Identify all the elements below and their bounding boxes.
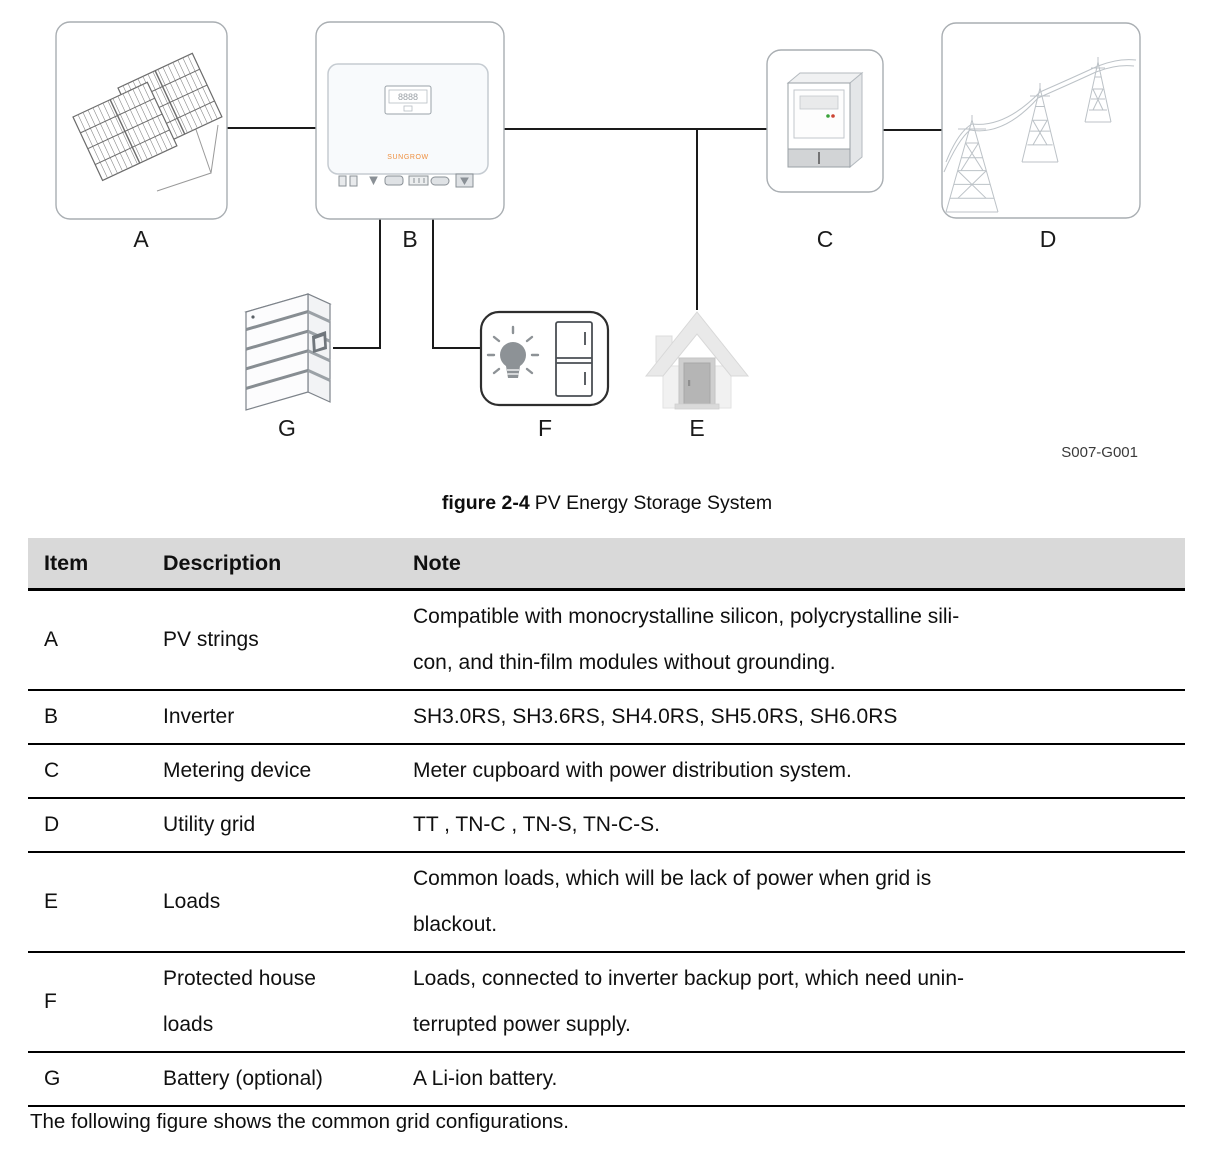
cell-note: Common loads, which will be lack of powe… — [413, 852, 1185, 953]
table-row: A PV strings Compatible with monocrystal… — [28, 589, 1185, 691]
figure-title: PV Energy Storage System — [534, 492, 773, 514]
cell-note: Loads, connected to inverter backup port… — [413, 952, 1185, 1053]
header-item: Item — [28, 538, 163, 591]
cell-description: PV strings — [163, 589, 413, 691]
table-row: C Metering device Meter cupboard with po… — [28, 744, 1185, 799]
cell-description: Inverter — [163, 690, 413, 745]
cell-item: G — [28, 1052, 163, 1107]
table-row: D Utility grid TT , TN-C , TN-S, TN-C-S. — [28, 798, 1185, 853]
cell-item: A — [28, 589, 163, 691]
table-row: B Inverter SH3.0RS, SH3.6RS, SH4.0RS, SH… — [28, 690, 1185, 745]
connector-wires — [227, 127, 942, 349]
cell-note: TT , TN-C , TN-S, TN-C-S. — [413, 798, 1185, 853]
header-description: Description — [163, 538, 413, 591]
cell-description: Protected house loads — [163, 952, 413, 1053]
house-illustration — [644, 311, 750, 410]
utility-grid-illustration — [943, 57, 1137, 213]
inverter-brand-logo: SUNGROW — [387, 154, 429, 161]
diagram-label-c: C — [817, 226, 834, 252]
loads-illustration — [486, 321, 593, 397]
cell-note: A Li-ion battery. — [413, 1052, 1185, 1107]
cell-note: Meter cupboard with power distribution s… — [413, 744, 1185, 799]
cell-item: E — [28, 852, 163, 953]
table-row: F Protected house loads Loads, connected… — [28, 952, 1185, 1053]
diagram-label-f: F — [538, 415, 552, 441]
cell-note: Compatible with monocrystalline silicon,… — [413, 589, 1185, 691]
cell-description: Loads — [163, 852, 413, 953]
diagram-label-a: A — [133, 226, 149, 252]
following-figure-note: The following figure shows the common gr… — [30, 1110, 569, 1133]
table-row: E Loads Common loads, which will be lack… — [28, 852, 1185, 953]
drawing-code: S007-G001 — [1061, 444, 1138, 461]
cell-item: D — [28, 798, 163, 853]
cell-description: Utility grid — [163, 798, 413, 853]
diagram-canvas: 8888 SUNGROW — [55, 21, 1141, 461]
diagram-label-e: E — [689, 415, 704, 441]
bulb-icon — [486, 325, 540, 378]
inverter-illustration: 8888 SUNGROW — [327, 63, 489, 188]
component-table: Item Description Note A PV strings Compa… — [28, 538, 1185, 1107]
battery-illustration — [244, 293, 332, 411]
solar-panel-illustration — [72, 52, 223, 192]
header-note: Note — [413, 538, 1185, 591]
meter-illustration — [786, 71, 864, 169]
cell-description: Metering device — [163, 744, 413, 799]
inverter-display-digits: 8888 — [398, 92, 418, 102]
cell-item: B — [28, 690, 163, 745]
pylon-medium — [1021, 83, 1059, 163]
pylon-small — [1084, 57, 1112, 123]
diagram-label-d: D — [1040, 226, 1057, 252]
pv-system-diagram: 8888 SUNGROW — [0, 0, 1214, 478]
figure-number: figure 2-4 — [441, 492, 530, 514]
cell-item: C — [28, 744, 163, 799]
diagram-label-g: G — [278, 415, 296, 441]
diagram-label-b: B — [402, 226, 417, 252]
table-header-row: Item Description Note — [28, 538, 1185, 591]
cell-description: Battery (optional) — [163, 1052, 413, 1107]
pylon-large — [945, 115, 999, 213]
table-row: G Battery (optional) A Li-ion battery. — [28, 1052, 1185, 1107]
cell-note: SH3.0RS, SH3.6RS, SH4.0RS, SH5.0RS, SH6.… — [413, 690, 1185, 745]
fridge-icon — [555, 321, 593, 397]
cell-item: F — [28, 952, 163, 1053]
